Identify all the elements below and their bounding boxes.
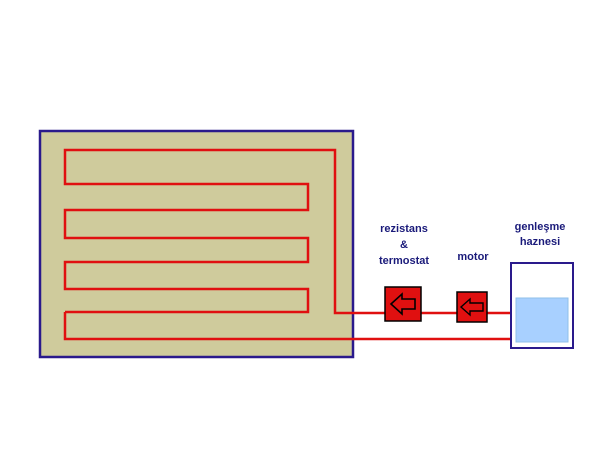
heater-thermostat-unit: [384, 286, 422, 322]
expansion-tank: [510, 262, 574, 349]
heater-label-line1: rezistans: [380, 223, 428, 235]
heater-label-line2: &: [400, 239, 408, 251]
arrow-left-icon: [389, 292, 416, 316]
arrow-left-icon: [459, 297, 484, 317]
heater-label-line3: termostat: [379, 255, 429, 267]
tank-label-line2: haznesi: [520, 236, 560, 248]
tank-water: [515, 297, 569, 343]
motor-label: motor: [457, 251, 489, 263]
floor-panel: [38, 129, 355, 359]
tank-label-line1: genleşme: [515, 221, 566, 233]
floor-pipe: [63, 148, 511, 341]
motor-unit: [456, 291, 488, 323]
